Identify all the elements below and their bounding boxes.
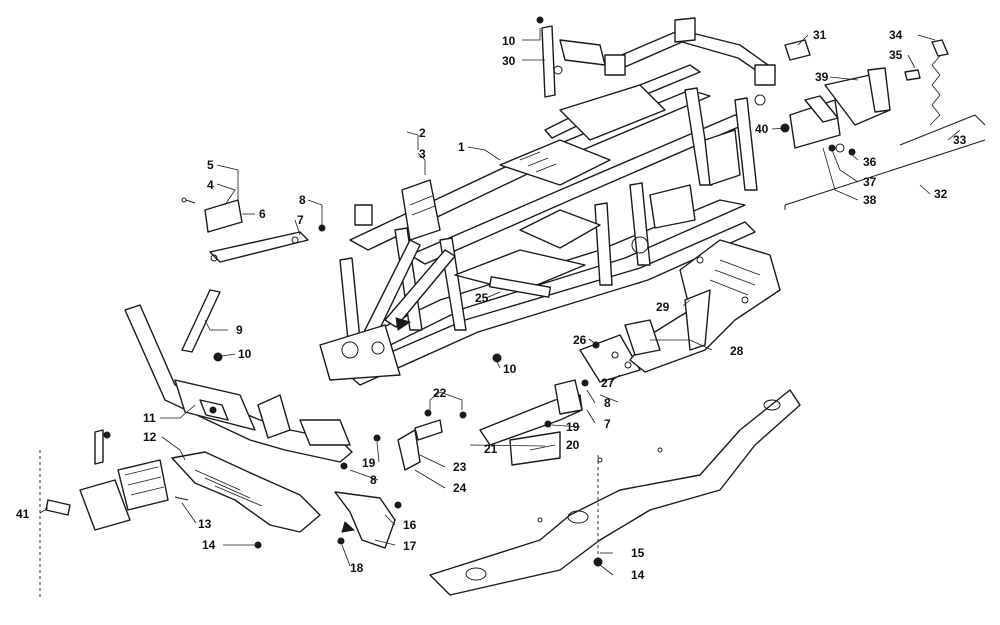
front-brace-upper xyxy=(209,224,326,263)
main-skid-plate xyxy=(429,389,801,596)
callout-38: 38 xyxy=(863,193,877,207)
callout-26: 26 xyxy=(573,333,587,347)
callout-6: 6 xyxy=(259,207,266,221)
callout-12: 12 xyxy=(143,430,157,444)
callout-23: 23 xyxy=(453,460,467,474)
callout-7a: 7 xyxy=(297,213,304,227)
callout-labels: 1 2 3 4 5 6 7 7 8 8 8 9 10 10 10 11 12 1… xyxy=(16,28,967,582)
small-fasteners xyxy=(340,276,552,470)
callout-8c: 8 xyxy=(370,473,377,487)
callout-19a: 19 xyxy=(362,456,376,470)
callout-25: 25 xyxy=(475,291,489,305)
rear-rack xyxy=(624,239,781,373)
rear-rack-bracket xyxy=(579,334,641,383)
front-support-tube xyxy=(181,289,223,362)
callout-30: 30 xyxy=(502,54,516,68)
callout-31: 31 xyxy=(813,28,827,42)
upper-link xyxy=(536,16,606,98)
callout-18: 18 xyxy=(350,561,364,575)
winch-mount xyxy=(39,429,169,600)
callout-41: 41 xyxy=(16,507,30,521)
callout-15: 15 xyxy=(631,546,645,560)
callout-11: 11 xyxy=(143,411,156,425)
callout-17: 17 xyxy=(403,539,417,553)
callout-14a: 14 xyxy=(202,538,216,552)
callout-21: 21 xyxy=(484,442,498,456)
callout-10a: 10 xyxy=(238,347,252,361)
callout-9: 9 xyxy=(236,323,243,337)
reflector-plate xyxy=(181,197,243,233)
callout-8a: 8 xyxy=(299,193,306,207)
callout-28: 28 xyxy=(730,344,744,358)
leader-lines xyxy=(39,28,961,576)
callout-7b: 7 xyxy=(604,417,611,431)
callout-37: 37 xyxy=(863,175,877,189)
callout-20: 20 xyxy=(566,438,580,452)
callout-14b: 14 xyxy=(631,568,645,582)
callout-24: 24 xyxy=(453,481,467,495)
upper-bracket-assembly xyxy=(401,179,441,241)
lower-bracket xyxy=(334,491,402,549)
callout-36: 36 xyxy=(863,155,877,169)
callout-5: 5 xyxy=(207,158,214,172)
callout-10c: 10 xyxy=(502,34,516,48)
callout-22: 22 xyxy=(433,386,447,400)
callout-27: 27 xyxy=(601,376,615,390)
callout-13: 13 xyxy=(198,517,212,531)
callout-3: 3 xyxy=(419,147,426,161)
callout-10b: 10 xyxy=(503,362,517,376)
callout-39: 39 xyxy=(815,70,829,84)
callout-16: 16 xyxy=(403,518,417,532)
callout-4: 4 xyxy=(207,178,214,192)
bracket-22-24 xyxy=(373,409,467,471)
callout-29: 29 xyxy=(656,300,670,314)
callout-34: 34 xyxy=(889,28,903,42)
callout-2: 2 xyxy=(419,126,426,140)
callout-32: 32 xyxy=(934,187,948,201)
callout-19b: 19 xyxy=(566,420,580,434)
callout-33: 33 xyxy=(953,133,967,147)
front-skid-plate xyxy=(171,451,321,549)
callout-40: 40 xyxy=(755,122,769,136)
rear-hitch-assembly xyxy=(780,39,986,210)
front-bumper xyxy=(124,304,353,463)
callout-8b: 8 xyxy=(604,396,611,410)
callout-1: 1 xyxy=(458,140,465,154)
main-frame xyxy=(319,17,776,386)
callout-35: 35 xyxy=(889,48,903,62)
